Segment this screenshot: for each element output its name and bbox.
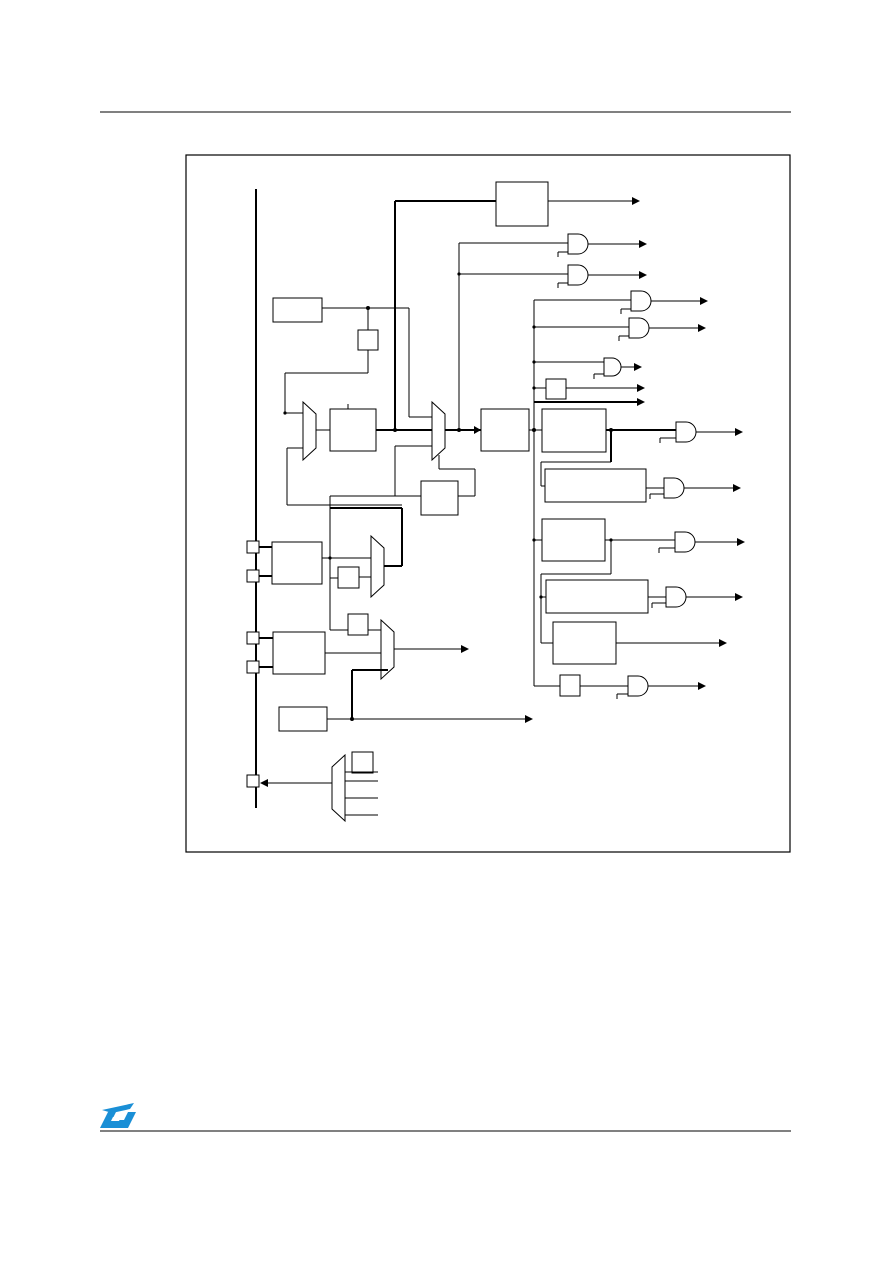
and-gate	[674, 531, 696, 553]
bus-port	[246, 569, 260, 583]
and-gate	[675, 421, 697, 443]
mux-2	[431, 400, 446, 462]
and-gate	[630, 290, 652, 312]
small-latch	[351, 751, 374, 774]
bus-port	[246, 631, 260, 645]
small-latch	[545, 378, 567, 400]
small-latch	[347, 613, 369, 636]
bus-port	[246, 540, 260, 554]
output-register	[552, 621, 617, 665]
small-latch	[357, 329, 379, 351]
output-mux	[331, 753, 346, 823]
and-gate	[628, 317, 650, 339]
figure-frame	[185, 154, 791, 853]
left-register-b	[272, 631, 326, 675]
compare-register-3	[541, 518, 606, 562]
compare-register-1	[541, 408, 607, 453]
bus-port	[246, 660, 260, 674]
left-register-a	[271, 541, 323, 585]
and-gate	[567, 233, 589, 255]
and-gate	[663, 477, 685, 499]
bus-port	[246, 774, 260, 788]
and-gate	[567, 264, 589, 286]
mux-3	[370, 534, 385, 599]
and-gate	[603, 357, 622, 377]
counter-register	[480, 408, 530, 452]
compare-register-4	[545, 579, 649, 614]
mux-1	[302, 400, 317, 462]
mux-4	[380, 618, 395, 681]
small-latch	[337, 566, 360, 589]
center-register	[329, 408, 377, 452]
compare-register-2	[544, 468, 647, 503]
and-gate	[627, 675, 649, 697]
and-gate	[665, 586, 687, 608]
st-logo-icon	[100, 1103, 136, 1128]
small-latch	[559, 674, 581, 697]
top-prescaler-block	[495, 181, 549, 227]
left-register-top	[272, 297, 323, 323]
feedback-register	[420, 480, 459, 516]
left-register-bottom	[278, 706, 328, 732]
